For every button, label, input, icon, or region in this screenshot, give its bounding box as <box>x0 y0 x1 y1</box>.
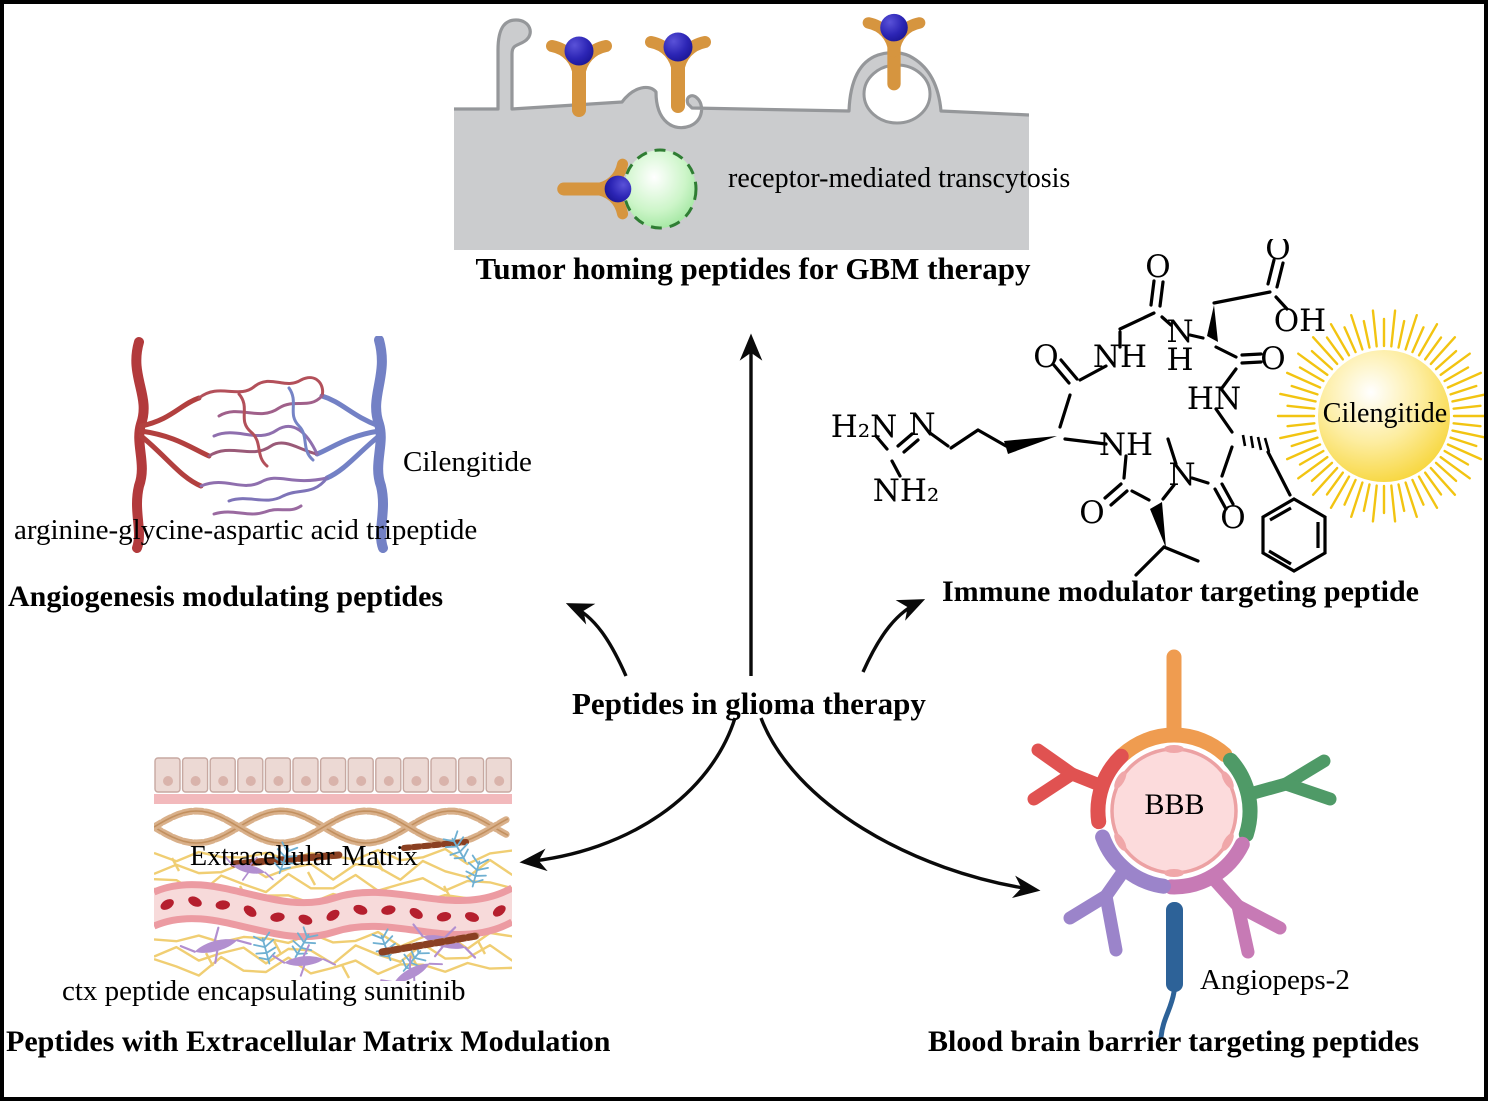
tripeptide-label: arginine-glycine-aspartic acid tripeptid… <box>14 514 478 546</box>
cilengitide-structure: H₂N N NH₂ O NH O N H O OH O HN NH N O O <box>831 239 1484 577</box>
astrocyte-green <box>1223 752 1337 842</box>
sun-rays-icon <box>1276 309 1484 523</box>
capillary-network <box>197 376 329 516</box>
epithelial-cells <box>154 757 512 793</box>
receptor-icon <box>552 37 606 111</box>
cilengitide-left-label: Cilengitide <box>403 446 532 478</box>
atom-o: O <box>1220 500 1245 536</box>
collagen-rod <box>378 932 480 956</box>
angiogenesis-caption: Angiogenesis modulating peptides <box>8 580 444 613</box>
atom-o: O <box>1033 339 1058 375</box>
astrocyte-purple <box>1063 829 1171 957</box>
arrow-lower-right <box>759 717 1041 899</box>
atom-h2n: H₂N <box>831 409 898 445</box>
stereo-wedges <box>1004 305 1218 548</box>
vein-branches <box>314 393 382 481</box>
cilengitide-sun-label: Cilengitide <box>1322 398 1448 429</box>
hash-wedge <box>1241 434 1271 453</box>
astrocyte-magenta <box>1163 836 1287 959</box>
transcytosis-annotation: receptor-mediated transcytosis <box>728 163 1071 194</box>
artery-path <box>131 337 149 553</box>
sun-core-icon <box>1318 350 1450 482</box>
atom-labels: H₂N N NH₂ O NH O N H O OH O HN NH N O O <box>831 239 1327 536</box>
center-title: Peptides in glioma therapy <box>572 686 926 721</box>
arrow-upper-left <box>565 603 628 677</box>
atom-n: N <box>908 407 935 443</box>
ctx-peptide-label: ctx peptide encapsulating sunitinib <box>62 975 466 1007</box>
ecm-vessel-wall <box>154 915 512 941</box>
atom-o: O <box>1145 249 1170 285</box>
atom-oh: OH <box>1274 303 1326 339</box>
atom-nh: NH <box>1093 339 1147 375</box>
atom-o: O <box>1260 341 1285 377</box>
astrocyte-orange <box>1115 649 1233 762</box>
ecm-overlay-label: Extracellular Matrix <box>190 841 418 872</box>
membrane-illustration <box>454 12 1029 250</box>
receptor-icon <box>651 33 705 107</box>
ecm-caption: Peptides with Extracellular Matrix Modul… <box>6 1025 611 1058</box>
ecm-vessel-wall <box>154 881 512 907</box>
angiopeps-capsule <box>1166 902 1183 992</box>
ecm-illustration <box>154 757 512 981</box>
arrow-upper-right <box>861 599 926 673</box>
red-blood-cells <box>160 896 506 925</box>
atom-hn: HN <box>1187 381 1241 417</box>
membrane-body <box>454 20 1029 250</box>
astrocyte-red <box>1027 743 1129 830</box>
atom-nh: NH <box>1099 427 1153 463</box>
bbb-caption: Blood brain barrier targeting peptides <box>928 1025 1420 1058</box>
immune-modulator-caption: Immune modulator targeting peptide <box>942 575 1419 608</box>
atom-h: H <box>1166 342 1193 378</box>
atom-o: O <box>1265 239 1290 267</box>
arrow-lower-left <box>519 717 737 872</box>
artery-branches <box>138 395 212 489</box>
tumor-homing-caption: Tumor homing peptides for GBM therapy <box>475 251 1031 286</box>
phenyl-ring <box>1261 497 1327 573</box>
structure-bonds <box>874 258 1292 577</box>
vein-path <box>371 336 388 553</box>
angiopeps-tail <box>1158 989 1177 1040</box>
bbb-illustration <box>1027 649 1337 1040</box>
vessel-illustration <box>131 336 388 553</box>
green-vesicle-icon <box>622 148 698 230</box>
endothelial-nuclei <box>1114 745 1234 877</box>
atom-n: N <box>1166 314 1193 350</box>
atom-o: O <box>1079 495 1104 531</box>
basement-membrane-band <box>154 794 512 804</box>
bbb-core-label: BBB <box>1144 788 1205 821</box>
atom-nh2: NH₂ <box>873 473 940 509</box>
angiopeps-label: Angiopeps-2 <box>1200 964 1350 996</box>
atom-n: N <box>1168 457 1195 493</box>
